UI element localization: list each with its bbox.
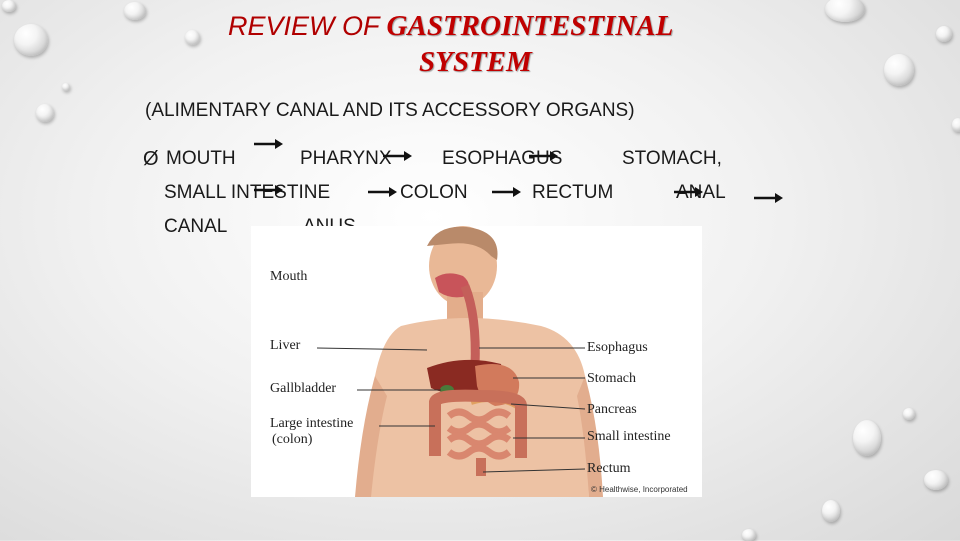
label-large-intestine: Large intestine: [270, 416, 354, 431]
water-drop: [936, 26, 952, 42]
water-drop: [2, 0, 16, 12]
right-arrow-icon: [383, 151, 412, 161]
water-drop: [825, 0, 865, 22]
label-pancreas: Pancreas: [587, 402, 637, 417]
label-gallbladder: Gallbladder: [270, 381, 337, 396]
subtitle: (ALIMENTARY CANAL AND ITS ACCESSORY ORGA…: [145, 100, 635, 121]
right-arrow-icon: [674, 187, 703, 197]
water-drop: [884, 54, 914, 86]
seq-stomach: STOMACH,: [622, 148, 722, 169]
image-credit: © Healthwise, Incorporated: [591, 485, 688, 494]
label-liver: Liver: [270, 338, 301, 353]
right-arrow-icon: [754, 193, 783, 203]
bullet-arrow-icon: Ø: [143, 148, 159, 170]
water-drop: [36, 104, 54, 122]
torso-illustration: [316, 226, 603, 497]
water-drop: [14, 24, 48, 56]
right-arrow-icon: [492, 187, 521, 197]
right-arrow-icon: [254, 185, 283, 195]
water-drop: [853, 420, 881, 456]
title-line-two: SYSTEM: [419, 46, 532, 78]
water-drop: [924, 470, 948, 490]
water-drop: [124, 2, 146, 20]
water-drop: [822, 500, 840, 522]
seq-mouth: MOUTH: [166, 148, 236, 169]
label-small-intestine: Small intestine: [587, 429, 671, 444]
label-esophagus: Esophagus: [587, 340, 648, 355]
label-mouth: Mouth: [270, 269, 308, 284]
water-drop: [742, 529, 756, 541]
seq-colon: COLON: [400, 182, 468, 203]
seq-pharynx: PHARYNX: [300, 148, 392, 169]
digestive-system-illustration: Mouth Liver Gallbladder Large intestine …: [251, 226, 702, 497]
right-arrow-icon: [368, 187, 397, 197]
water-drop: [62, 83, 70, 91]
seq-rectum: RECTUM: [532, 182, 614, 203]
title-prefix: REVIEW OF: [228, 11, 387, 41]
water-drop: [185, 30, 200, 45]
seq-canal: CANAL: [164, 216, 228, 237]
seq-small-intestine: SMALL INTESTINE: [164, 182, 331, 203]
label-stomach: Stomach: [587, 371, 636, 386]
water-drop: [903, 408, 915, 420]
title-main: GASTROINTESTINAL: [386, 10, 674, 42]
water-drop: [952, 118, 960, 132]
right-arrow-icon: [254, 139, 283, 149]
slide-title: REVIEW OF GASTROINTESTINAL: [228, 10, 673, 43]
label-colon: (colon): [272, 432, 313, 447]
right-arrow-icon: [529, 151, 558, 161]
label-rectum: Rectum: [587, 461, 631, 476]
seq-esophagus: ESOPHAGUS: [442, 148, 563, 169]
